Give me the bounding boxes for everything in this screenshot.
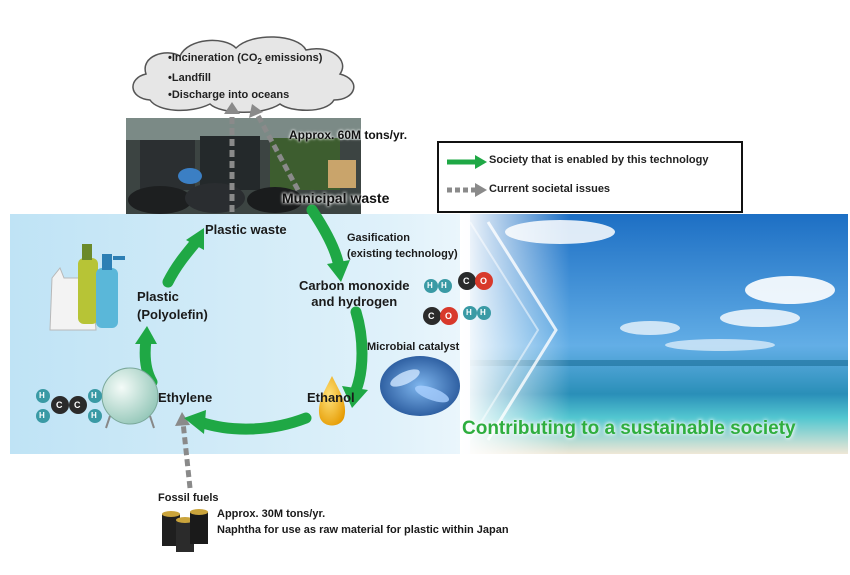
ethylene-label: Ethylene [158,390,213,405]
molecule-letter: H [427,281,433,290]
molecule-letter: C [56,400,63,410]
molecule-letter: C [463,276,470,286]
cloud-item: Incineration (CO2 emissions) [168,50,323,70]
cloud-issues-list: Incineration (CO2 emissions) Landfill Di… [168,50,323,104]
ethanol-label: Ethanol [307,390,355,405]
ethanol-drop-icon [318,376,346,426]
co-h2-molecules-icon [423,272,493,325]
legend: Society that is enabled by this technolo… [437,141,743,213]
ethylene-tank-illustration [101,367,159,429]
mission-statement: Contributing to a sustainable society [462,418,796,439]
cloud-item: Landfill [168,70,322,87]
microbial-catalyst-label: Microbial catalyst [367,341,460,353]
molecule-letter: C [74,400,81,410]
green-arrow-icon [447,155,487,169]
co-h2-label: Carbon monoxide and hydrogen [299,278,410,309]
ethylene-molecule-icon [36,389,102,423]
gray-arrows-up [224,102,301,212]
gray-dashed-arrow-icon [447,183,487,197]
molecule-letter: H [91,411,97,420]
municipal-waste-label: Municipal waste [282,190,390,206]
photo-fade [460,214,570,454]
plastic-products-illustration [49,244,125,331]
fossil-note-label: Naphtha for use as raw material for plas… [217,524,509,536]
legend-green-label: Society that is enabled by this technolo… [489,154,709,166]
molecule-letter: H [91,391,97,400]
molecule-letter: H [441,281,447,290]
fossil-amount-label: Approx. 30M tons/yr. [217,508,326,520]
chevron-decoration-icon [486,221,558,441]
gasification-label: Gasification (existing technology) [347,232,458,260]
plastic-label: Plastic (Polyolefin) [137,289,208,322]
gray-arrow-fossil [175,412,193,489]
cloud-item: Discharge into oceans [168,87,322,104]
plastic-waste-label: Plastic waste [205,222,287,237]
oil-barrels-illustration [162,509,208,552]
molecule-letter: H [466,308,472,317]
legend-gray-label: Current societal issues [489,183,611,195]
molecule-letter: H [39,411,45,420]
waste-amount-label: Approx. 60M tons/yr. [289,128,408,142]
green-arrowheads [135,228,368,434]
molecule-letter: O [445,311,453,321]
molecule-letter: C [428,311,435,321]
microbe-illustration [380,356,460,416]
garbage-photo [126,118,361,214]
molecule-letter: H [480,308,486,317]
molecule-letter: O [480,276,488,286]
molecule-letter: H [39,391,45,400]
fossil-fuels-label: Fossil fuels [158,492,219,504]
